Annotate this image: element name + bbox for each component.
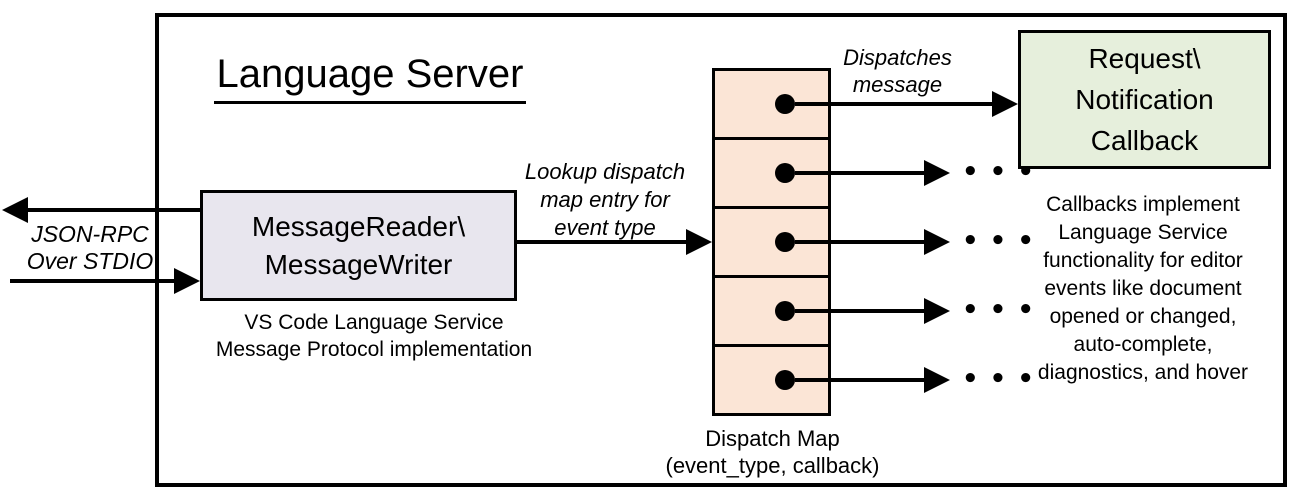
ellipsis-icon: • • • [962, 226, 1035, 256]
arrow-right-icon [924, 298, 950, 324]
callbacks-note-line: diagnostics, and hover [1037, 361, 1249, 384]
ellipsis-icon: • • • [962, 295, 1035, 325]
dispatch-map-caption-line2: (event_type, callback) [665, 453, 880, 478]
callback-box-line2: Notification [1075, 84, 1214, 115]
diagram-title: Language Server [200, 52, 540, 104]
callback-box-line1: Request\ [1088, 43, 1201, 74]
dispatch-entry-dot-icon [775, 370, 795, 390]
arrow-right-icon [174, 268, 200, 294]
arrow-right-icon [686, 229, 712, 255]
reader-caption-line2: Message Protocol implementation [215, 338, 533, 361]
dispatches-label-line2: message [852, 72, 943, 97]
stdio-in-arrow-line [10, 279, 176, 283]
lookup-arrow-line [517, 240, 687, 244]
message-reader-writer-box: MessageReader\ MessageWriter [200, 190, 517, 301]
ellipsis-icon: • • • [962, 364, 1035, 394]
request-notification-callback-box: Request\ Notification Callback [1018, 30, 1271, 169]
arrow-right-icon [924, 229, 950, 255]
dispatch-entry-dot-icon [775, 94, 795, 114]
stdio-label-line1: JSON-RPC [31, 221, 149, 247]
reader-box-line1: MessageReader\ [251, 210, 466, 242]
reader-box-line2: MessageWriter [264, 248, 453, 280]
dispatch-arrow-line [795, 309, 924, 313]
dispatch-arrow-line [795, 240, 924, 244]
lookup-label-line3: event type [554, 215, 656, 240]
stdio-label: JSON-RPC Over STDIO [15, 221, 165, 275]
callbacks-note-line: opened or changed, [1049, 305, 1237, 328]
dispatch-map-cell [715, 140, 828, 209]
stdio-out-arrow-line [28, 208, 200, 212]
stdio-label-line2: Over STDIO [26, 248, 154, 274]
dispatch-arrow-line [795, 102, 992, 106]
dispatch-entry-dot-icon [775, 301, 795, 321]
callbacks-note-line: Callbacks implement [1046, 193, 1240, 216]
diagram-title-text: Language Server [213, 52, 527, 104]
dispatch-arrow-line [795, 171, 924, 175]
callbacks-note-line: functionality for editor [1043, 249, 1243, 272]
dispatch-map-caption-line1: Dispatch Map [705, 426, 840, 451]
arrow-left-icon [2, 197, 28, 223]
dispatch-map-caption: Dispatch Map (event_type, callback) [645, 425, 900, 479]
arrow-right-icon [992, 91, 1018, 117]
lookup-label-line2: map entry for [540, 187, 670, 212]
dispatch-map-cell [715, 278, 828, 347]
reader-caption-line1: VS Code Language Service [244, 311, 504, 334]
dispatch-entry-dot-icon [775, 163, 795, 183]
dispatches-label-line1: Dispatches [843, 45, 952, 70]
reader-box-caption: VS Code Language Service Message Protoco… [193, 309, 555, 363]
lookup-label-line1: Lookup dispatch [524, 159, 686, 184]
dispatch-arrow-line [795, 378, 924, 382]
dispatches-label: Dispatches message [820, 44, 975, 98]
callbacks-note-line: auto-complete, [1073, 333, 1213, 356]
dispatch-map-cell [715, 209, 828, 278]
callbacks-note: Callbacks implement Language Service fun… [1010, 191, 1276, 387]
dispatch-entry-dot-icon [775, 232, 795, 252]
dispatch-map-cell [715, 71, 828, 140]
callback-box-line3: Callback [1090, 125, 1199, 156]
arrow-right-icon [924, 367, 950, 393]
callbacks-note-line: Language Service [1058, 221, 1228, 244]
lookup-label: Lookup dispatch map entry for event type [510, 158, 700, 242]
arrow-right-icon [924, 160, 950, 186]
callbacks-note-line: events like document [1044, 277, 1242, 300]
